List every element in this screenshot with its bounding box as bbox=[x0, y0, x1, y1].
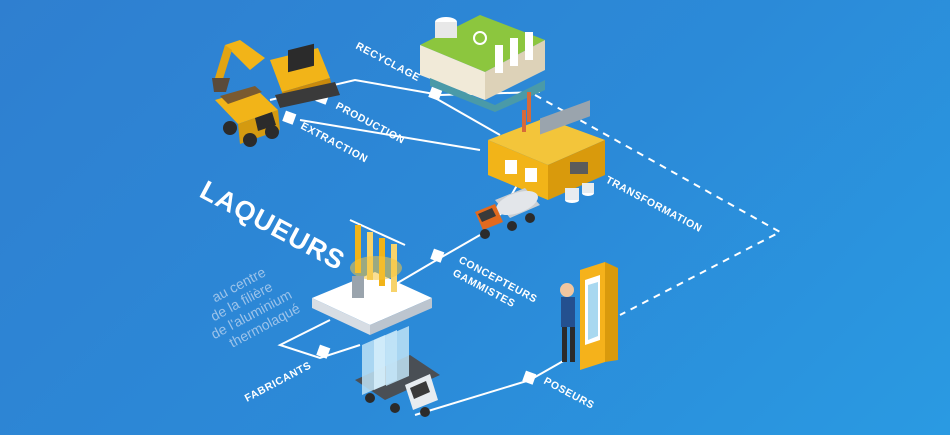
node-poseurs bbox=[522, 370, 537, 385]
label-transformation: TRANSFORMATION bbox=[604, 174, 704, 235]
dashed-connectors bbox=[534, 94, 783, 316]
factory-icon bbox=[488, 100, 605, 203]
glass-truck-icon bbox=[355, 326, 440, 417]
label-production: PRODUCTION bbox=[334, 100, 407, 147]
connector-production-factory bbox=[299, 119, 481, 151]
connector-lacquer-fabricants bbox=[277, 319, 361, 360]
window-installer-icon bbox=[560, 262, 618, 370]
connector-fabricants-poseurs bbox=[414, 359, 566, 416]
recycling-plant-icon bbox=[420, 15, 545, 122]
label-poseurs: POSEURS bbox=[542, 375, 597, 412]
node-concepteurs bbox=[430, 248, 445, 263]
tanker-truck-icon bbox=[475, 188, 540, 239]
node-fabricants bbox=[316, 344, 331, 359]
excavator-icon bbox=[212, 40, 340, 108]
label-recyclage: RECYCLAGE bbox=[354, 40, 423, 84]
node-recyclage bbox=[428, 86, 443, 101]
dashed-recyclage-loop bbox=[534, 94, 783, 316]
headline: LAQUEURS bbox=[195, 175, 350, 276]
label-extraction: EXTRACTION bbox=[299, 120, 370, 165]
nodes bbox=[282, 86, 537, 385]
dump-truck-icon bbox=[215, 86, 280, 147]
coating-booth-icon bbox=[312, 219, 432, 335]
label-fabricants: FABRICANTS bbox=[243, 359, 314, 404]
connector-recyclage-factory bbox=[429, 94, 501, 136]
node-extraction bbox=[282, 110, 297, 125]
